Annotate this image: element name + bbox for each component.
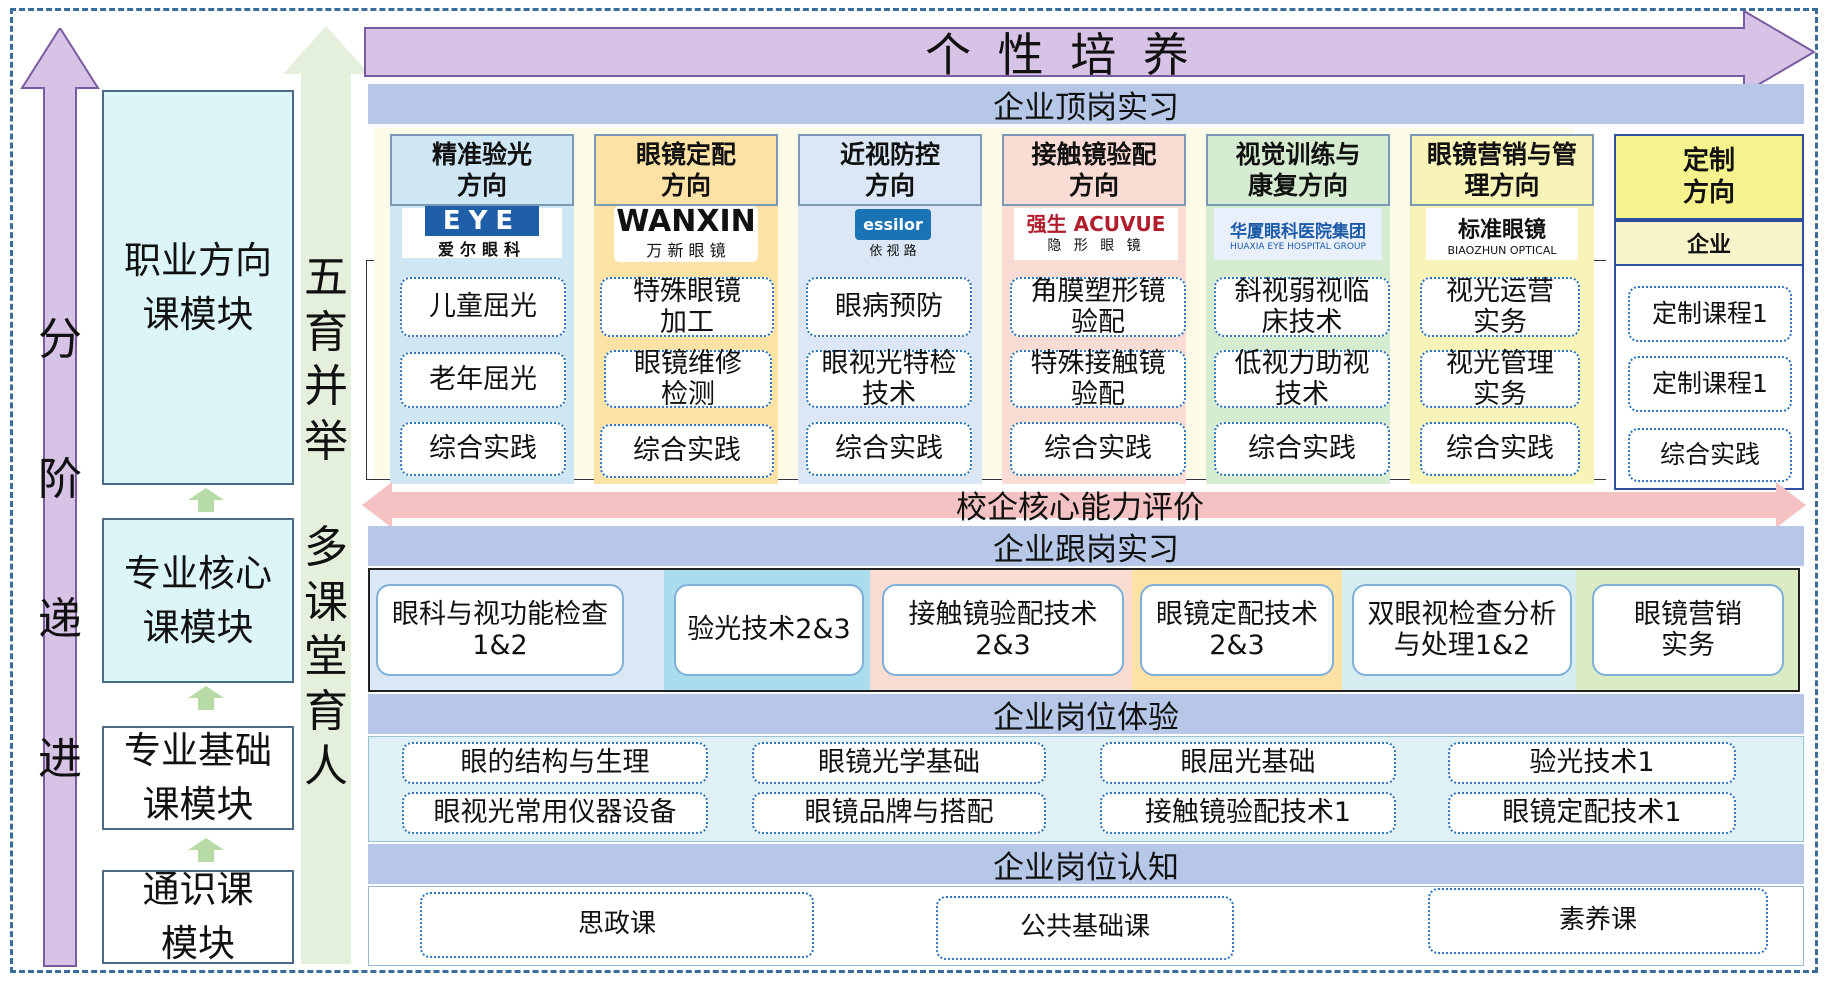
progression-char-4: 进 [38,733,82,785]
core-course-card: 验光技术2&3 [674,584,864,676]
course-pill: 角膜塑形镜 验配 [1010,276,1186,338]
multi-classroom-char-3: 堂 [304,631,348,683]
multi-classroom-char-1: 多 [304,522,348,573]
direction-title-4: 接触镜验配 方向 [1002,134,1186,206]
up-arrow-1 [188,488,224,512]
basic-course-pill: 眼屈光基础 [1100,742,1396,784]
core-course-card: 眼镜定配技术 2&3 [1140,584,1334,676]
course-pill: 视光管理 实务 [1420,348,1580,410]
core-course-card: 接触镜验配技术 2&3 [882,584,1124,676]
band-cognition: 企业岗位认知 [368,844,1804,886]
logo-wanxin-text: 万 新 眼 镜 [646,241,726,260]
course-pill: 斜视弱视临 床技术 [1214,276,1390,338]
course-pill: 定制课程1 [1628,286,1792,342]
course-pill: 眼镜维修 检测 [604,348,772,410]
evaluation-label: 校企核心能力评价 [956,489,1204,526]
basic-course-pill: 接触镜验配技术1 [1100,792,1396,834]
course-pill: 定制课程1 [1628,356,1792,412]
logo-huaxia-text: HUAXIA EYE HOSPITAL GROUP [1230,241,1366,252]
progression-label: 分 阶 递 进 [34,270,86,830]
course-pill: 综合实践 [1010,422,1186,476]
basic-course-pill: 眼视光常用仪器设备 [402,792,708,834]
course-pill: 综合实践 [600,424,774,478]
module-general: 通识课 模块 [102,868,294,965]
logo-essilor: essilor 依 视 路 [852,206,934,262]
course-pill: 眼视光特检 技术 [806,348,972,410]
module-career-direction: 职业方向 课模块 [102,90,294,485]
up-arrow-2 [188,686,224,710]
multi-classroom-char-4: 育 [304,686,348,738]
course-pill: 综合实践 [1628,428,1792,482]
band-follow-internship: 企业跟岗实习 [368,526,1804,568]
course-pill: 综合实践 [400,422,566,476]
direction-title-2: 眼镜定配 方向 [594,134,778,206]
logo-essilor-mark: essilor [855,209,931,240]
direction-title-6: 眼镜营销与管 理方向 [1410,134,1594,206]
logo-biaozhun-mark: 标准眼镜 [1457,217,1546,243]
basic-course-pill: 眼镜品牌与搭配 [752,792,1046,834]
evaluation-arrow [362,482,1806,528]
course-pill: 综合实践 [806,422,972,476]
logo-biaozhun: 标准眼镜 BIAOZHUN OPTICAL [1426,208,1578,260]
logo-wanxin-mark: WANXIN [616,204,756,239]
progression-char-2: 阶 [38,453,82,505]
direction-title-3: 近视防控 方向 [798,134,982,206]
education-arrow [283,26,369,964]
logo-biaozhun-text: BIAOZHUN OPTICAL [1447,243,1557,257]
course-pill: 综合实践 [1420,422,1580,476]
general-course-pill: 公共基础课 [936,896,1234,960]
general-course-pill: 思政课 [420,892,814,958]
custom-enterprise-label: 企业 [1614,220,1804,266]
course-pill: 综合实践 [1214,422,1390,476]
logo-acuvue: 强生 ACUVUE 隐 形 眼 镜 [1014,208,1178,260]
logo-aier: EYE 爱尔眼科 [402,206,562,259]
up-arrow-3 [188,838,224,862]
course-pill: 特殊接触镜 验配 [1010,348,1186,410]
basic-course-pill: 眼的结构与生理 [402,742,708,784]
five-education-char-3: 并 [304,361,348,413]
personal-training-label: 个 性 培 养 [925,28,1195,82]
basic-course-pill: 验光技术1 [1448,742,1736,784]
progression-arrow [20,28,100,967]
general-course-pill: 素养课 [1428,888,1768,954]
five-education-char-2: 育 [304,306,348,358]
five-education-char-1: 五 [304,252,348,303]
logo-huaxia: 华厦眼科医院集团 HUAXIA EYE HOSPITAL GROUP [1214,208,1382,260]
outer-frame [10,8,1818,973]
logo-wanxin: WANXIN 万 新 眼 镜 [614,206,758,262]
personal-training-arrow [364,10,1816,94]
multi-classroom-label: 多 课 堂 育 人 [304,522,348,792]
direction-title-5: 视觉训练与 康复方向 [1206,134,1390,206]
logo-aier-mark: EYE [424,206,540,236]
direction-title-7: 定制 方向 [1614,134,1804,220]
module-professional-basic: 专业基础 课模块 [102,726,294,830]
five-education-label: 五 育 并 举 [304,252,348,467]
logo-essilor-text: 依 视 路 [869,244,917,259]
progression-char-3: 递 [38,593,82,645]
module-professional-core: 专业核心 课模块 [102,518,294,683]
course-pill: 老年屈光 [400,352,566,408]
band-experience: 企业岗位体验 [368,694,1804,736]
basic-course-pill: 眼镜光学基础 [752,742,1046,784]
progression-char-1: 分 [38,313,82,365]
core-course-card: 双眼视检查分析 与处理1&2 [1352,584,1572,676]
course-pill: 儿童屈光 [400,277,566,337]
course-pill: 视光运营 实务 [1420,276,1580,338]
direction-title-1: 精准验光 方向 [390,134,574,206]
course-pill: 特殊眼镜 加工 [600,276,774,338]
course-pill: 眼病预防 [806,277,972,337]
core-course-card: 眼镜营销 实务 [1592,584,1784,676]
logo-huaxia-mark: 华厦眼科医院集团 [1230,221,1366,242]
multi-classroom-char-5: 人 [304,740,348,792]
logo-aier-text: 爱尔眼科 [437,240,526,259]
five-education-char-4: 举 [304,415,348,467]
course-pill: 低视力助视 技术 [1214,348,1390,410]
logo-acuvue-text: 隐 形 眼 镜 [1047,238,1145,254]
multi-classroom-char-2: 课 [304,576,348,628]
logo-acuvue-mark: 强生 ACUVUE [1026,212,1166,236]
basic-course-pill: 眼镜定配技术1 [1448,792,1736,834]
core-course-card: 眼科与视功能检查 1&2 [376,584,624,676]
band-top-internship: 企业顶岗实习 [368,84,1804,126]
